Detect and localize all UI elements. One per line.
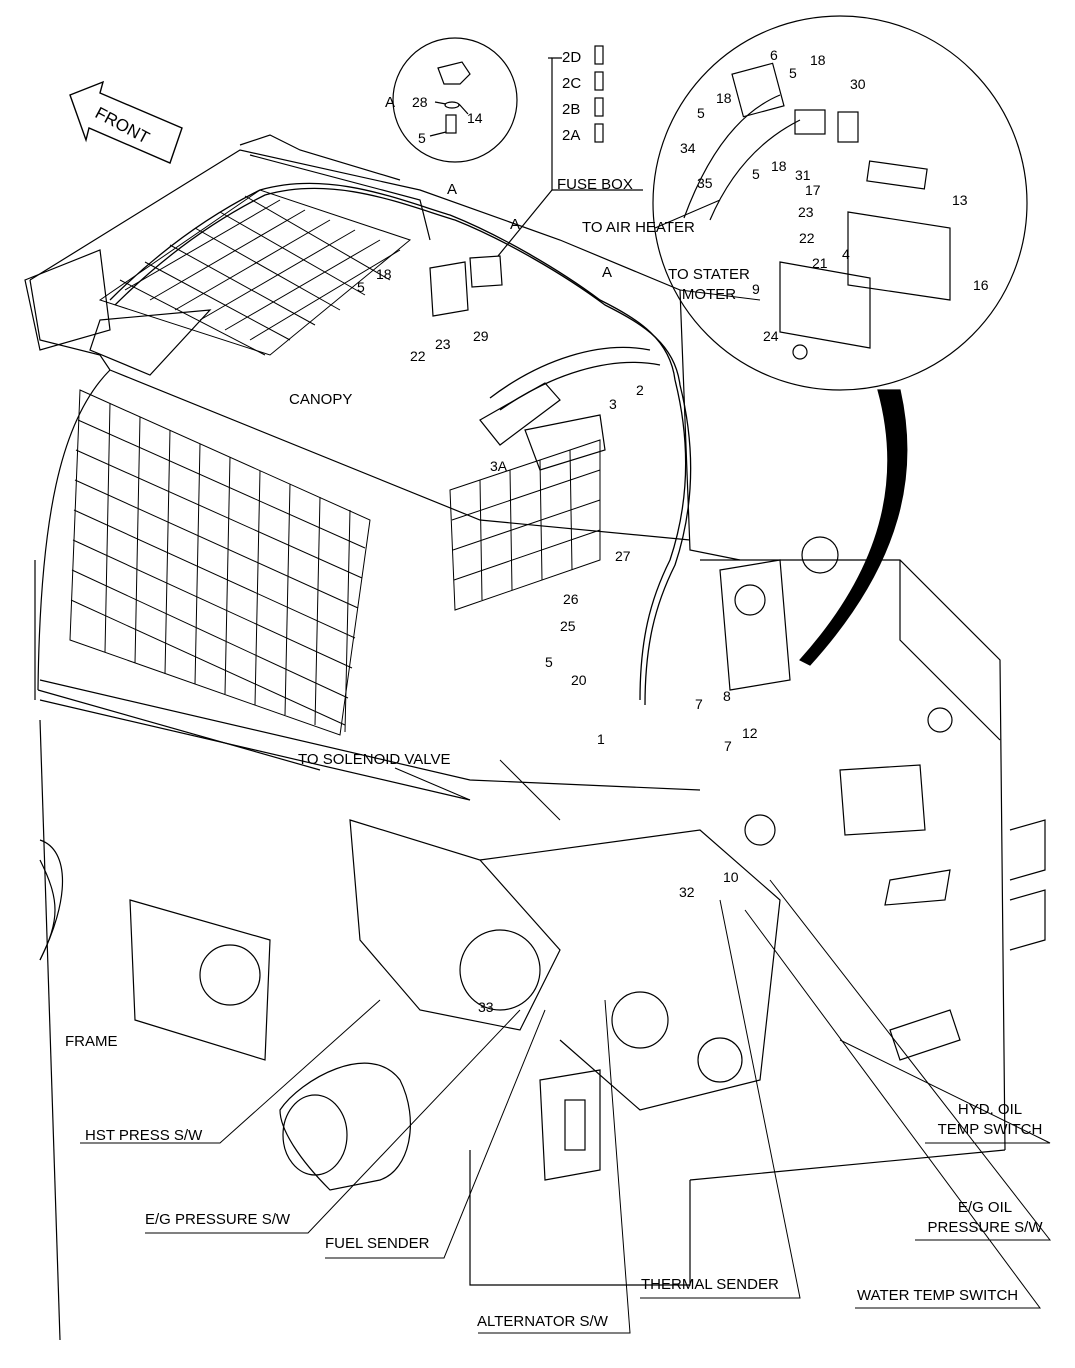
temp-switch-label: TEMP SWITCH	[937, 1121, 1043, 1138]
canopy-label: CANOPY	[289, 391, 353, 408]
fuse-2d-label: 2D	[562, 49, 582, 66]
lamp-bracket	[479, 382, 606, 471]
callout-23: 23	[435, 336, 451, 352]
callout-2: 2	[636, 382, 644, 398]
fuse-2b-label: 2B	[562, 101, 581, 118]
detail-a-circle	[392, 37, 518, 163]
callout-7: 7	[724, 738, 732, 754]
frame-label: FRAME	[65, 1033, 118, 1050]
callout-18: 18	[771, 158, 787, 174]
callout-17: 17	[805, 182, 821, 198]
callout-1: 1	[597, 731, 605, 747]
callout-5: 5	[545, 654, 553, 670]
callout-28: 28	[412, 94, 428, 110]
to-air-heater-label: TO AIR HEATER	[582, 219, 695, 236]
callout-5: 5	[357, 279, 365, 295]
callout-29: 29	[473, 328, 489, 344]
callout-31: 31	[795, 167, 811, 183]
callout-32: 32	[679, 884, 695, 900]
fuse-2a-label: 2A	[562, 127, 581, 144]
fuse-box-label: FUSE BOX	[557, 176, 633, 193]
callout-14: 14	[467, 110, 483, 126]
detail-pointer	[799, 389, 908, 666]
callout-6: 6	[770, 47, 778, 63]
alternator-sw-label: ALTERNATOR S/W	[477, 1313, 608, 1330]
callout-22: 22	[410, 348, 426, 364]
pressure-sw-label: PRESSURE S/W	[927, 1219, 1043, 1236]
water-temp-switch-label: WATER TEMP SWITCH	[857, 1287, 1019, 1304]
detail-a-label-1: A	[385, 94, 396, 111]
to-solenoid-valve-label: TO SOLENOID VALVE	[298, 751, 451, 768]
callout-25: 25	[560, 618, 576, 634]
detail-a-label-3: A	[510, 216, 521, 233]
callout-33: 33	[478, 999, 494, 1015]
callout-23: 23	[798, 204, 814, 220]
hst-press-sw-label: HST PRESS S/W	[85, 1127, 203, 1144]
callout-5: 5	[789, 65, 797, 81]
callout-5: 5	[697, 105, 705, 121]
relay-bracket	[429, 255, 503, 317]
moter-label: MOTER	[681, 286, 737, 303]
roof-grid	[98, 189, 412, 356]
callout-12: 12	[742, 725, 758, 741]
detail-a-label-2: A	[447, 181, 458, 198]
callout-27: 27	[615, 548, 631, 564]
callout-35: 35	[697, 175, 713, 191]
side-window-grid	[69, 389, 371, 736]
fuse-2c-label: 2C	[562, 75, 582, 92]
to-stater-label: TO STATER	[668, 266, 750, 283]
eg-oil-label: E/G OIL	[957, 1199, 1013, 1216]
thermal-sender-label: THERMAL SENDER	[641, 1276, 779, 1293]
front-arrow	[69, 80, 183, 164]
callout-9: 9	[752, 281, 760, 297]
leader-lines	[80, 199, 1052, 1334]
hyd-oil-label: HYD. OIL	[957, 1101, 1023, 1118]
relay-detail-circle	[652, 15, 1028, 391]
callout-22: 22	[799, 230, 815, 246]
callout-10: 10	[723, 869, 739, 885]
callout-13: 13	[952, 192, 968, 208]
detail-a-label-4: A	[602, 264, 613, 281]
callout-20: 20	[571, 672, 587, 688]
callout-16: 16	[973, 277, 989, 293]
callout-18: 18	[376, 266, 392, 282]
rear-window-grid	[449, 439, 601, 611]
callout-4: 4	[842, 246, 850, 262]
callout-8: 8	[723, 688, 731, 704]
callout-5: 5	[418, 130, 426, 146]
callout-3a: 3A	[490, 458, 508, 474]
canopy-outline	[29, 134, 741, 771]
left-light	[24, 249, 212, 376]
callout-7: 7	[695, 696, 703, 712]
fuse-box-bracket	[497, 45, 643, 257]
callout-3: 3	[609, 396, 617, 412]
fuel-sender-label: FUEL SENDER	[325, 1235, 430, 1252]
callout-34: 34	[680, 140, 696, 156]
callout-26: 26	[563, 591, 579, 607]
callout-30: 30	[850, 76, 866, 92]
callout-18: 18	[716, 90, 732, 106]
callout-5: 5	[752, 166, 760, 182]
callout-24: 24	[763, 328, 779, 344]
engine-frame	[39, 536, 1046, 1341]
eg-pressure-sw-label: E/G PRESSURE S/W	[145, 1211, 291, 1228]
callout-21: 21	[812, 255, 828, 271]
callout-18: 18	[810, 52, 826, 68]
